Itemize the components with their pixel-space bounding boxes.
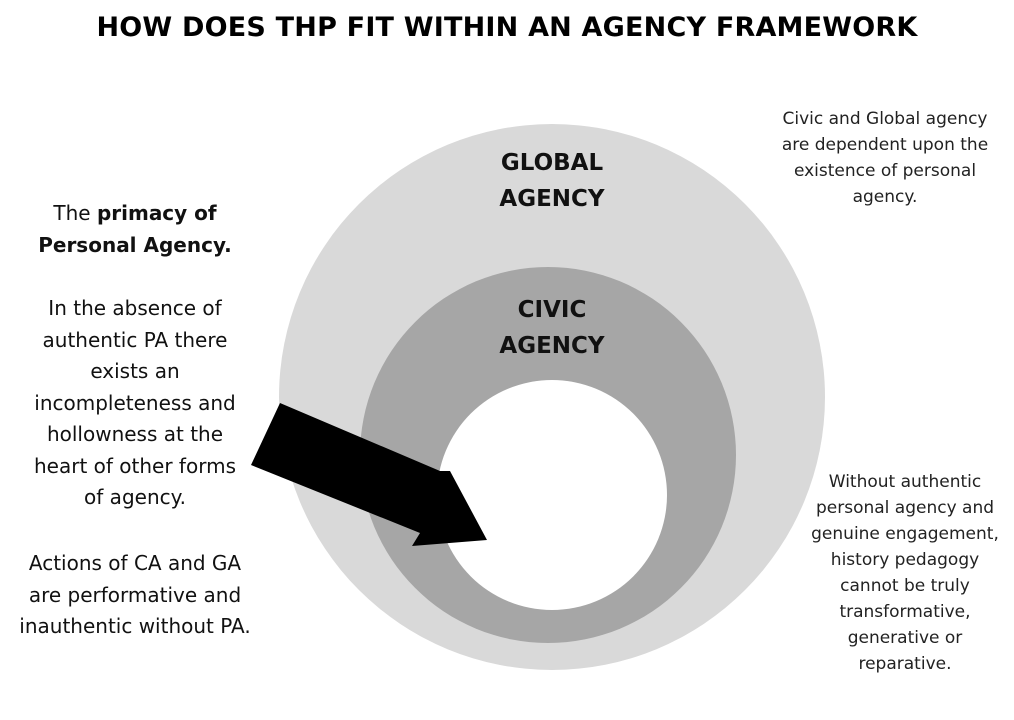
civic-agency-label-line1: CIVIC [517, 297, 587, 323]
pedagogy-line: personal agency and [815, 498, 995, 518]
actions-line: Actions of CA and GA [28, 551, 242, 575]
primacy-bold-2: Personal Agency. [38, 232, 232, 257]
primacy-bold-1: primacy of [96, 201, 217, 225]
pedagogy-note: Without authentic personal agency and ge… [790, 469, 1014, 677]
actions-line: are performative and [28, 582, 242, 607]
primacy-line-1: The primacy of [53, 201, 217, 225]
pedagogy-line: cannot be truly [840, 576, 970, 596]
pedagogy-line: generative or [847, 628, 963, 648]
absence-line: of agency. [84, 485, 186, 509]
pedagogy-line: genuine engagement, [811, 524, 999, 544]
civic-agency-label: CIVIC AGENCY [452, 292, 652, 364]
primacy-statement: The primacy of Personal Agency. [10, 198, 260, 261]
dependency-line: existence of personal [793, 161, 977, 181]
absence-statement: In the absence of authentic PA there exi… [10, 293, 260, 514]
dependency-note: Civic and Global agency are dependent up… [755, 106, 1014, 210]
dependency-line: Civic and Global agency [782, 109, 988, 129]
pedagogy-line: reparative. [858, 654, 952, 674]
global-agency-label: GLOBAL AGENCY [452, 145, 652, 217]
pedagogy-line: history pedagogy [830, 550, 980, 570]
absence-line: hollowness at the [46, 422, 224, 446]
absence-line: In the absence of [48, 296, 222, 320]
actions-line: inauthentic without PA. [19, 614, 251, 638]
pedagogy-line: Without authentic [828, 472, 982, 492]
primacy-line-2: Personal Agency. [10, 230, 260, 262]
absence-line: exists an [90, 359, 180, 383]
absence-line: heart of other forms [34, 453, 236, 478]
global-agency-label-line2: AGENCY [499, 186, 605, 212]
absence-line: incompleteness and [34, 390, 236, 415]
global-agency-label-line1: GLOBAL [500, 150, 604, 176]
personal-agency-core [437, 380, 667, 610]
arrow-right-down-icon [251, 403, 487, 546]
dependency-line: agency. [852, 187, 918, 207]
actions-statement: Actions of CA and GA are performative an… [10, 548, 260, 643]
pedagogy-line: transformative, [839, 602, 971, 622]
absence-line: authentic PA there [42, 327, 228, 352]
page-title: HOW DOES THP FIT WITHIN AN AGENCY FRAMEW… [96, 12, 918, 43]
civic-agency-label-line2: AGENCY [499, 333, 605, 359]
dependency-line: are dependent upon the [781, 135, 989, 155]
